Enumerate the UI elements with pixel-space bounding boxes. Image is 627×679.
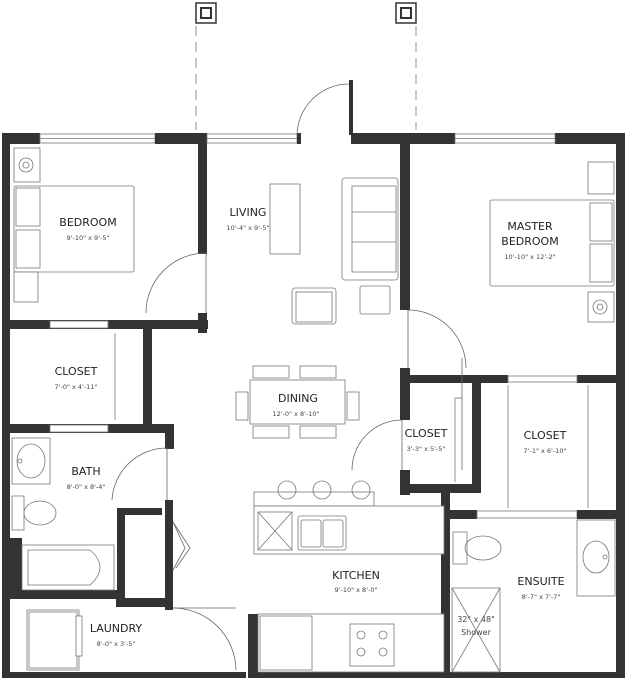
bedroom-dimensions: 9'-10" x 9'-5" [67, 234, 110, 242]
laundry-label: LAUNDRY [90, 622, 143, 635]
ensuite-dimensions: 8'-7" x 7'-7" [522, 593, 561, 601]
closet-shelves [114, 333, 589, 508]
closet-3-label: CLOSET [524, 429, 567, 442]
dining-furniture [235, 365, 360, 439]
balcony-post-left [195, 2, 217, 24]
closet-label: CLOSET [55, 365, 98, 378]
master-bedroom-dimensions: 10'-10" x 12'-2" [504, 253, 555, 261]
closet-dimensions: 7'-0" x 4'-11" [55, 383, 98, 391]
bedroom-furniture [13, 147, 135, 303]
laundry-fixtures [26, 609, 83, 671]
kitchen-fixtures [253, 480, 445, 673]
exterior-walls [2, 80, 625, 678]
living-dimensions: 10'-4" x 9'-5" [227, 224, 270, 232]
laundry-dimensions: 8'-0" x 3'-5" [97, 640, 136, 648]
interior-walls [10, 144, 617, 676]
kitchen-dimensions: 9'-10" x 8'-0" [335, 586, 378, 594]
living-furniture [269, 177, 399, 325]
dining-dimensions: 12'-0" x 8'-10" [272, 410, 319, 418]
balcony [195, 2, 417, 130]
closet-3-dimensions: 7'-1" x 6'-10" [524, 447, 567, 455]
bath-fixtures [11, 437, 115, 591]
kitchen-label: KITCHEN [332, 569, 380, 582]
ensuite-fixtures [451, 519, 616, 673]
master-bedroom-label-line1: MASTER [507, 220, 553, 233]
shower-size-label: 32" x 48" [457, 615, 495, 624]
closet-2-dimensions: 3'-3" x 5'-5" [407, 445, 446, 453]
master-bedroom-furniture [489, 161, 615, 323]
bath-dimensions: 8'-0" x 8'-4" [67, 483, 106, 491]
shower-label: Shower [461, 628, 492, 637]
living-label: LIVING [230, 206, 267, 219]
doors [111, 252, 467, 671]
bath-label: BATH [71, 465, 100, 478]
dining-label: DINING [278, 392, 318, 405]
master-bedroom-label-line2: BEDROOM [501, 235, 558, 248]
balcony-post-right [395, 2, 417, 24]
closet-2-label: CLOSET [405, 427, 448, 440]
room-labels: BEDROOM 9'-10" x 9'-5" LIVING 10'-4" x 9… [55, 206, 567, 648]
bedroom-label: BEDROOM [59, 216, 116, 229]
ensuite-label: ENSUITE [517, 575, 564, 588]
